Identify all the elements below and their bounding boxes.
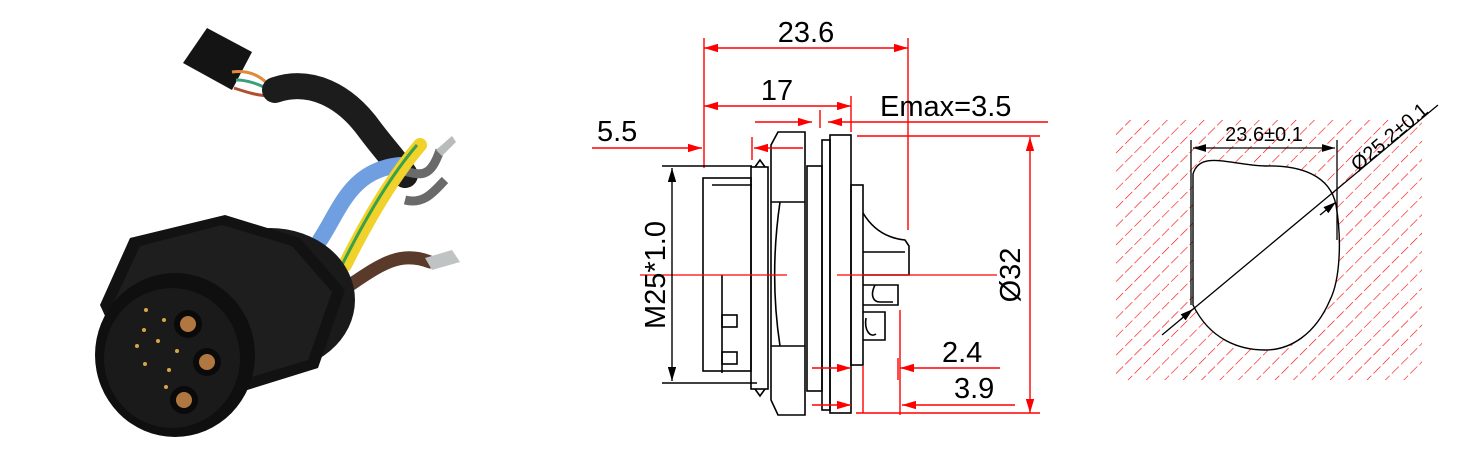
cutout-dimension-lines (1161, 104, 1439, 336)
dim-flange-diameter: Ø32 (995, 248, 1027, 303)
dimension-lines (592, 38, 1048, 415)
panel-cutout-svg: 23.6±0.1 Ø25.2±0.1 (1115, 99, 1439, 380)
thread-dimension (662, 165, 757, 384)
product-photo (0, 0, 560, 472)
dim-overall-length: 23.6 (778, 17, 834, 49)
panel-cutout-drawing: 23.6±0.1 Ø25.2±0.1 (1080, 0, 1471, 472)
brown-wire (343, 251, 437, 292)
dim-front-offset: 5.5 (597, 116, 637, 148)
signal-plug (183, 28, 273, 98)
dim-body-length: 17 (761, 75, 793, 107)
hatched-panel (1115, 120, 1422, 380)
blue-wire (312, 157, 408, 248)
dim-panel-thickness: Emax=3.5 (880, 91, 1011, 123)
connector-body (95, 215, 355, 437)
dim-thread: M25*1.0 (640, 221, 672, 329)
signal-pins (135, 308, 179, 389)
connector-outline (702, 131, 910, 416)
dim-rear-offset-b: 3.9 (954, 373, 994, 405)
dim-flat-width: 23.6±0.1 (1225, 124, 1303, 146)
connector-photo-illustration (95, 28, 460, 437)
yellow-green-wire (338, 138, 427, 272)
side-view-drawing: 23.6 17 Emax=3.5 5.5 M25*1.0 Ø32 2.4 3.9 (560, 0, 1080, 472)
dim-rear-offset-a: 2.4 (942, 337, 982, 369)
side-view-svg: 23.6 17 Emax=3.5 5.5 M25*1.0 Ø32 2.4 3.9 (592, 17, 1048, 416)
power-sockets (170, 310, 221, 414)
